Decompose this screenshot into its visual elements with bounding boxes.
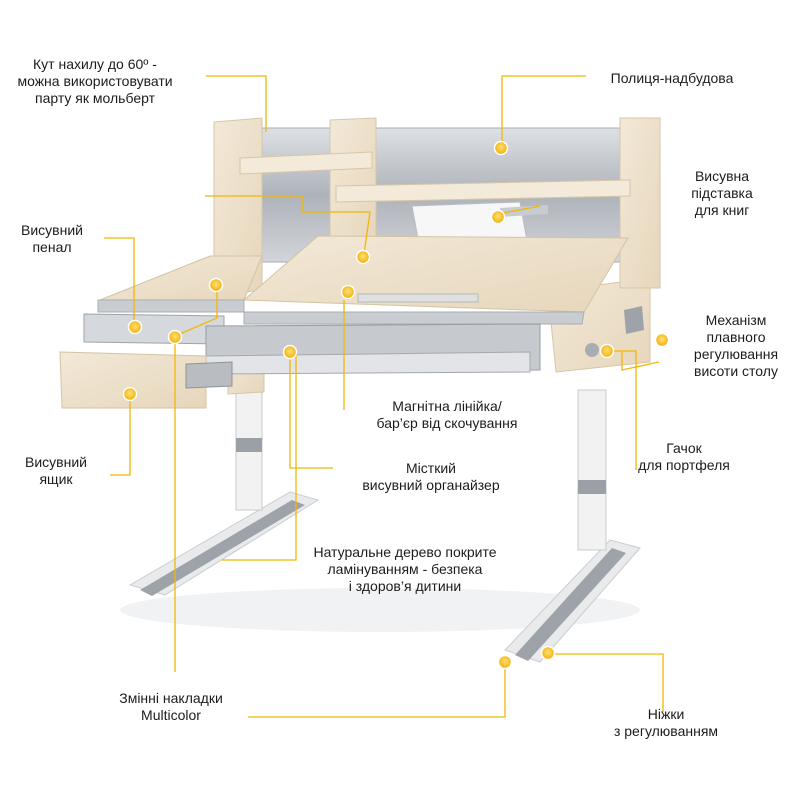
marker-natural-wood: [167, 329, 183, 345]
label-tilt: Кут нахилу до 60º - можна використовуват…: [17, 56, 173, 106]
label-pencil-case: Висувний пенал: [21, 222, 83, 255]
hook-knob: [585, 343, 599, 357]
label-natural-wood: Натуральне дерево покрите ламінуванням -…: [313, 544, 497, 594]
desk-top: [97, 235, 629, 325]
shelf-superstructure: [213, 117, 661, 297]
left-foot-strip: [140, 500, 305, 596]
front-rail-left: [97, 299, 245, 313]
book-stand-arm: [500, 205, 548, 217]
label-drawer: Висувний ящик: [25, 454, 87, 487]
marker-tilt: [355, 249, 371, 265]
marker-pencil-case: [208, 277, 224, 293]
front-rail-right: [243, 311, 585, 325]
label-shelf: Полиця-надбудова: [610, 70, 734, 86]
callout-lines: [104, 75, 664, 718]
label-height-mechanism: Механізм плавного регулювання висоти сто…: [693, 312, 779, 379]
marker-overlays: [497, 654, 513, 670]
right-leg-band: [578, 480, 606, 494]
right-foot-strip: [515, 548, 626, 661]
callout-markers: [122, 140, 670, 670]
right-leg: [577, 389, 607, 551]
label-feet: Ніжки з регулюванням: [613, 706, 719, 739]
drawer-slide: [185, 361, 233, 389]
label-organizer: Місткий висувний органайзер: [362, 460, 500, 493]
marker-hook: [599, 343, 615, 359]
marker-shelf: [493, 140, 509, 156]
lower-shelf-board: [335, 179, 631, 203]
right-upright: [619, 117, 661, 289]
middle-upright: [329, 117, 377, 251]
marker-ruler: [340, 284, 356, 300]
marker-book-stand: [490, 209, 506, 225]
marker-pencil-case-2: [127, 319, 143, 335]
marker-organizer: [282, 344, 298, 360]
magnetic-ruler: [357, 293, 479, 303]
label-book-stand: Висувна підставка для книг: [691, 168, 753, 218]
pencil-case-drawer: [83, 313, 225, 345]
height-knob: [624, 306, 644, 334]
desk-feet: [128, 491, 641, 663]
marker-feet: [540, 645, 556, 661]
label-bag-hook: Гачок для портфеля: [638, 440, 730, 473]
floor-shadow: [120, 588, 640, 632]
desk-top-left: [99, 255, 263, 301]
left-leg-band: [236, 438, 262, 452]
label-magnetic-ruler: Магнітна лінійка/ бар’єр від скочування: [376, 398, 518, 431]
marker-height: [654, 332, 670, 348]
desk-top-right: [242, 235, 629, 313]
label-overlays: Змінні накладки Multicolor: [119, 690, 223, 723]
drawer-body: [59, 351, 207, 409]
organizer-front: [205, 351, 531, 375]
upper-shelf-board: [239, 151, 373, 175]
marker-drawer: [122, 386, 138, 402]
